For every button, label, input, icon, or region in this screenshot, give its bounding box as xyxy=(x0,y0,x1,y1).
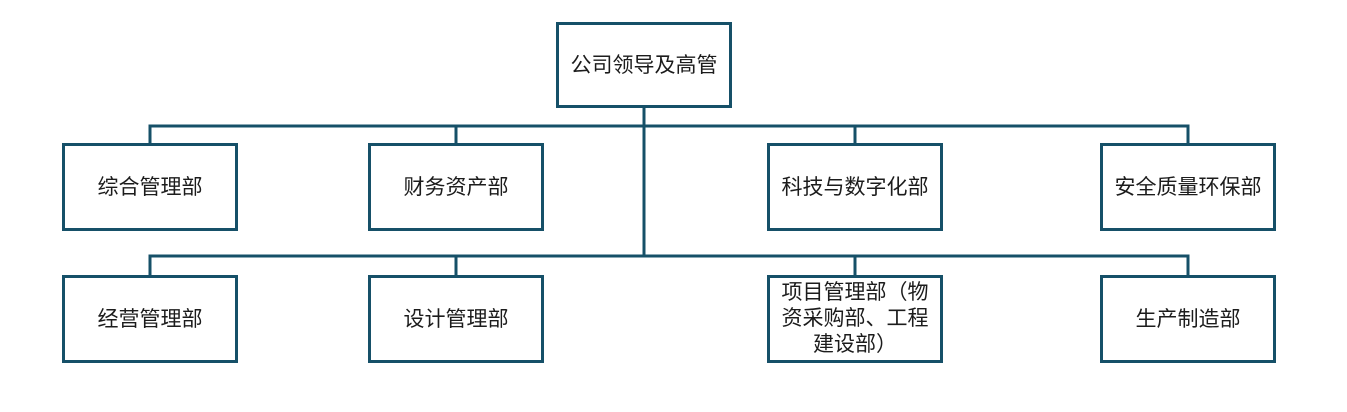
node-finance-assets: 财务资产部 xyxy=(368,143,544,231)
node-technology-digitalization: 科技与数字化部 xyxy=(767,143,943,231)
node-design-management: 设计管理部 xyxy=(368,275,544,363)
node-business-management: 经营管理部 xyxy=(62,275,238,363)
node-company-leadership: 公司领导及高管 xyxy=(556,22,732,108)
node-general-management: 综合管理部 xyxy=(62,143,238,231)
node-safety-quality-environment: 安全质量环保部 xyxy=(1100,143,1276,231)
node-project-management: 项目管理部（物 资采购部、工程 建设部） xyxy=(767,275,943,363)
node-production-manufacturing: 生产制造部 xyxy=(1100,275,1276,363)
